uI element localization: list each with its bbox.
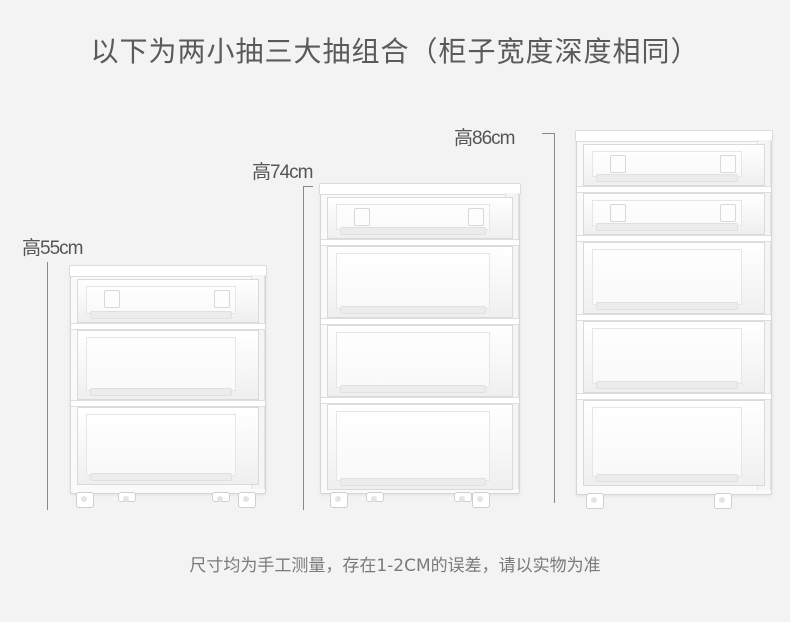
shelf: [321, 318, 519, 325]
drawer-small-3: [77, 407, 259, 485]
measurement-note: 尺寸均为手工测量，存在1-2CM的误差，请以实物为准: [189, 556, 601, 576]
caster-wheel: [238, 492, 256, 508]
cabinet-large: [575, 130, 773, 509]
drawer-medium-2: [327, 246, 513, 318]
height-label-large: 高86cm: [454, 128, 515, 149]
cabinet-top: [69, 265, 267, 277]
cabinet-small: [69, 265, 267, 508]
drawer-medium-3: [327, 325, 513, 397]
dimension-tick-large: [542, 133, 554, 134]
drawer-medium-4: [327, 404, 513, 490]
caster-wheel: [118, 492, 136, 502]
drawer-medium-1: [327, 197, 513, 239]
dimension-line-small: [47, 262, 48, 510]
drawer-large-2: [583, 193, 765, 235]
caster-wheel: [366, 492, 384, 502]
shelf: [71, 323, 265, 330]
height-label-medium: 高74cm: [252, 162, 313, 183]
shelf: [577, 393, 771, 400]
caster-wheel: [472, 492, 490, 508]
dimension-line-medium: [303, 186, 304, 510]
height-label-small: 高55cm: [22, 238, 83, 259]
cabinet-top: [575, 130, 773, 142]
drawer-large-4: [583, 321, 765, 393]
dimension-line-large: [554, 133, 555, 503]
dimension-tick-medium: [303, 186, 313, 187]
shelf: [321, 239, 519, 246]
cabinet-top: [319, 183, 521, 195]
shelf: [577, 186, 771, 193]
drawer-large-5: [583, 400, 765, 486]
cabinet-frame: [575, 130, 773, 495]
caster-wheel: [330, 492, 348, 508]
caster-wheel: [454, 492, 472, 502]
shelf: [577, 314, 771, 321]
page-title: 以下为两小抽三大抽组合（柜子宽度深度相同）: [90, 35, 700, 68]
cabinet-medium: [319, 183, 521, 508]
drawer-small-2: [77, 330, 259, 400]
cabinet-frame: [319, 183, 521, 494]
shelf: [71, 400, 265, 407]
drawer-large-1: [583, 144, 765, 186]
shelf: [321, 397, 519, 404]
caster-wheel: [586, 493, 604, 509]
cabinet-frame: [69, 265, 267, 494]
shelf: [577, 235, 771, 242]
caster-wheel: [212, 492, 230, 502]
drawer-large-3: [583, 242, 765, 314]
caster-wheel: [714, 493, 732, 509]
drawer-small-1: [77, 279, 259, 323]
caster-wheel: [76, 492, 94, 508]
